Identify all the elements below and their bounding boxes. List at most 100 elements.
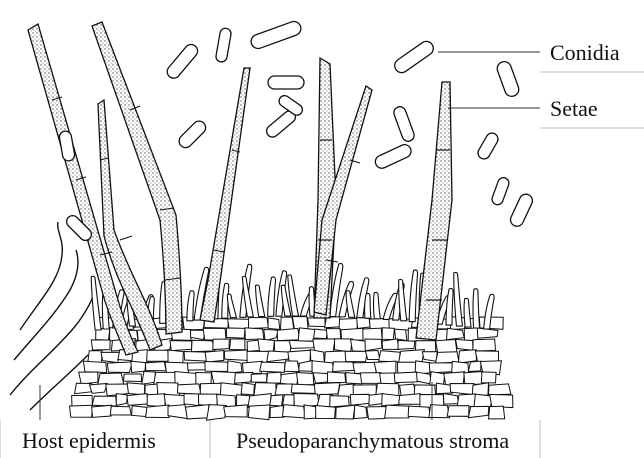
stroma-cell <box>213 339 229 350</box>
stroma-cell <box>200 383 222 395</box>
conidiophore <box>373 292 380 318</box>
conidium <box>249 20 303 51</box>
stroma-cell <box>447 406 469 417</box>
conidiophore <box>446 288 453 325</box>
stroma-cell <box>205 351 224 363</box>
stroma-cell <box>91 340 110 350</box>
conidium <box>373 143 413 171</box>
stroma-cell <box>268 318 280 330</box>
stroma-cell <box>354 405 367 418</box>
stroma-cell <box>145 362 166 371</box>
conidium <box>268 76 304 89</box>
stroma-cell <box>177 384 201 395</box>
stroma-cell <box>226 328 245 338</box>
stroma-cell <box>258 339 275 352</box>
stroma-cell <box>146 405 169 418</box>
stroma-cell <box>365 339 382 351</box>
conidiophore <box>256 285 265 317</box>
conidiophore <box>227 294 236 318</box>
stroma-cell <box>489 406 505 419</box>
stroma-cell <box>330 396 349 407</box>
stroma-cell <box>291 384 315 393</box>
stroma-cell <box>399 394 421 405</box>
stroma-cell <box>357 317 371 328</box>
stroma-cell <box>443 394 458 405</box>
stroma-cell <box>367 407 387 420</box>
stroma-cell <box>83 361 106 372</box>
stroma-cell <box>228 361 242 373</box>
stroma-cell <box>283 405 306 418</box>
stroma-cell <box>351 339 367 351</box>
stroma-cell <box>260 362 285 372</box>
stroma-cell <box>314 383 339 396</box>
stroma-cell <box>327 372 345 383</box>
stroma-cell <box>184 352 207 362</box>
stroma-cell <box>490 394 513 407</box>
stroma-cell <box>124 374 142 381</box>
conidiophore <box>346 291 355 318</box>
stroma-cell <box>450 383 474 394</box>
stroma-cell <box>280 373 298 385</box>
conidium <box>392 39 436 76</box>
conidium <box>476 131 500 161</box>
conidium <box>58 130 75 162</box>
stroma-cell <box>116 394 127 406</box>
stroma-cell <box>241 383 254 395</box>
conidium <box>495 60 520 99</box>
stroma-cell <box>88 351 102 363</box>
stroma-cell <box>416 372 431 384</box>
label-host-epidermis: Host epidermis <box>22 430 156 452</box>
conidiophore <box>268 277 276 316</box>
stroma-cell <box>107 362 132 373</box>
stroma-cell <box>190 330 204 339</box>
stroma-cell <box>345 351 367 361</box>
stroma-cell <box>308 318 326 327</box>
conidiophore <box>473 289 480 328</box>
stroma-cell <box>468 406 488 417</box>
stroma-cell <box>488 384 510 395</box>
stroma-cell <box>127 394 148 406</box>
stroma-cell <box>422 352 437 362</box>
stroma-cell <box>398 340 415 349</box>
stroma-cell <box>267 372 282 384</box>
stroma-cell <box>446 328 464 339</box>
stroma-cell <box>234 372 253 383</box>
stroma-cell <box>270 395 283 406</box>
stroma-cell <box>267 351 290 362</box>
stroma-cell <box>382 328 394 340</box>
stroma-cell <box>101 352 120 362</box>
stroma-cell <box>477 328 498 338</box>
conidium <box>165 42 201 81</box>
conidium <box>215 27 232 62</box>
label-conidia: Conidia <box>550 42 620 64</box>
stroma-cell <box>186 405 209 419</box>
stroma-cell <box>468 361 481 371</box>
stroma-cell <box>379 351 400 362</box>
stroma-cell <box>92 396 117 406</box>
stroma-cell <box>89 383 107 393</box>
stroma-cell <box>264 330 279 341</box>
conidium <box>392 105 416 143</box>
stroma-cell <box>353 362 376 373</box>
stroma-cell <box>248 318 268 329</box>
stroma-cell <box>224 405 248 417</box>
stroma-cell <box>382 339 399 349</box>
stroma-cell <box>314 329 328 338</box>
stroma-cell <box>191 340 215 352</box>
stroma-cell <box>92 405 112 417</box>
conidiophore <box>187 291 194 321</box>
stroma-cell <box>248 405 270 420</box>
stroma-cells <box>70 317 513 421</box>
stroma-cell <box>335 339 353 352</box>
stroma-cell <box>332 362 355 372</box>
stroma-cell <box>481 372 496 383</box>
stroma-cell <box>127 383 145 395</box>
stroma-cell <box>147 350 169 361</box>
stroma-cell <box>360 373 380 384</box>
stroma-cell <box>205 362 230 372</box>
conidiophore <box>399 279 407 320</box>
conidiophore <box>409 270 417 322</box>
stroma-cell <box>336 405 355 419</box>
stroma-cell <box>313 373 329 383</box>
stroma-cell <box>436 340 457 353</box>
